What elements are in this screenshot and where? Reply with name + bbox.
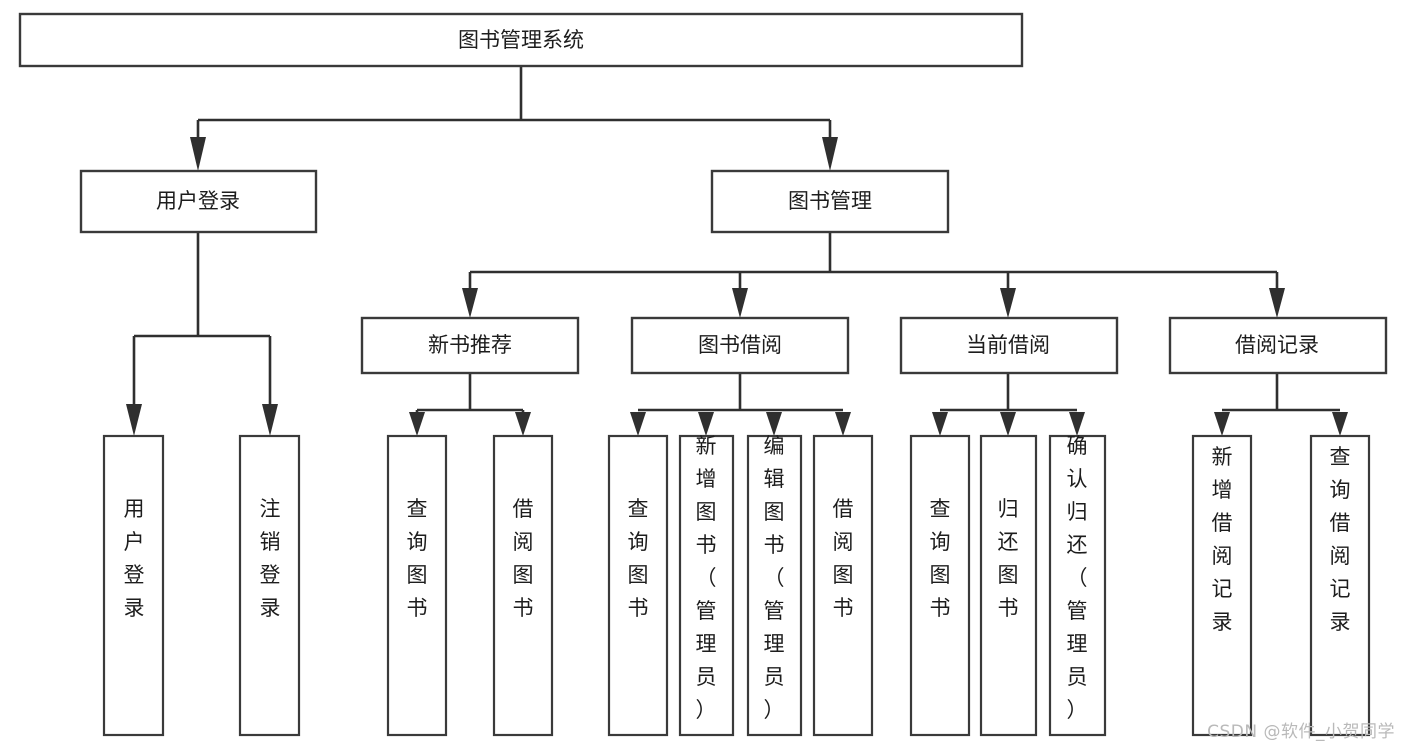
node-leaf-user-login-label: 用户登录 <box>124 497 145 620</box>
node-book-manage-label: 图书管理 <box>788 189 872 213</box>
node-current-borrow-label: 当前借阅 <box>966 333 1050 357</box>
node-leaf-return-book-box[interactable] <box>979 434 1038 737</box>
arrow-head-leaf-borrow-book-2 <box>835 412 851 436</box>
arrow-head-current-borrow <box>1000 288 1016 318</box>
arrow-head-user-login <box>190 137 206 171</box>
node-leaf-query-book-1[interactable]: 查询图书 <box>386 434 448 737</box>
node-leaf-confirm-return-label: 确认归还（管理员） <box>1067 434 1088 722</box>
arrow-head-leaf-confirm-return <box>1069 412 1085 436</box>
arrow-head-leaf-query-book-1 <box>409 412 425 436</box>
node-leaf-query-book-1-box[interactable] <box>386 434 448 737</box>
node-current-borrow[interactable]: 当前借阅 <box>899 316 1119 375</box>
node-leaf-add-book-label: 新增图书（管理员） <box>696 434 717 722</box>
node-leaf-edit-book-label: 编辑图书（管理员） <box>764 434 785 722</box>
node-borrow-record[interactable]: 借阅记录 <box>1168 316 1388 375</box>
node-root-box[interactable] <box>18 12 1024 68</box>
node-leaf-query-book-2[interactable]: 查询图书 <box>607 434 669 737</box>
node-leaf-logout-login-label: 注销登录 <box>260 497 281 620</box>
node-borrow-record-box[interactable] <box>1168 316 1388 375</box>
connector-group-root <box>190 66 838 171</box>
node-leaf-confirm-return[interactable]: 确认归还（管理员） <box>1048 434 1107 737</box>
node-user-login[interactable]: 用户登录 <box>79 169 318 234</box>
arrow-head-leaf-query-book-3 <box>932 412 948 436</box>
node-leaf-add-book-box[interactable] <box>678 434 735 737</box>
node-leaf-borrow-book-2-label: 借阅图书 <box>833 497 854 620</box>
arrow-head-leaf-logout-login <box>262 404 278 436</box>
arrow-head-leaf-add-book <box>698 412 714 436</box>
node-leaf-return-book[interactable]: 归还图书 <box>979 434 1038 737</box>
node-leaf-borrow-book-2[interactable]: 借阅图书 <box>812 434 874 737</box>
node-leaf-edit-book-box[interactable] <box>746 434 803 737</box>
node-leaf-query-record-box[interactable] <box>1309 434 1371 737</box>
node-leaf-confirm-return-box[interactable] <box>1048 434 1107 737</box>
node-leaf-add-record[interactable]: 新增借阅记录 <box>1191 434 1253 737</box>
connector-group-new-book-recommend <box>409 373 531 436</box>
node-book-manage[interactable]: 图书管理 <box>710 169 950 234</box>
node-leaf-user-login-box[interactable] <box>102 434 165 737</box>
node-leaf-query-book-2-label: 查询图书 <box>628 497 649 620</box>
node-leaf-borrow-book-2-box[interactable] <box>812 434 874 737</box>
node-book-manage-box[interactable] <box>710 169 950 234</box>
node-leaf-query-book-3-label: 查询图书 <box>930 497 951 620</box>
node-leaf-query-book-3-box[interactable] <box>909 434 971 737</box>
node-new-book-recommend[interactable]: 新书推荐 <box>360 316 580 375</box>
node-user-login-label: 用户登录 <box>156 189 240 213</box>
node-new-book-recommend-box[interactable] <box>360 316 580 375</box>
node-new-book-recommend-label: 新书推荐 <box>428 333 512 357</box>
node-borrow-record-label: 借阅记录 <box>1235 333 1319 357</box>
arrow-head-leaf-query-record <box>1332 412 1348 436</box>
connector-group-book-borrow <box>630 373 851 436</box>
arrow-head-leaf-user-login <box>126 404 142 436</box>
node-leaf-borrow-book-1-label: 借阅图书 <box>513 497 534 620</box>
connector-group-borrow-record <box>1214 373 1348 436</box>
node-book-borrow-box[interactable] <box>630 316 850 375</box>
connector-group-book-manage <box>462 232 1285 318</box>
arrow-head-leaf-add-record <box>1214 412 1230 436</box>
node-leaf-add-record-label: 新增借阅记录 <box>1212 445 1233 634</box>
node-leaf-borrow-book-1[interactable]: 借阅图书 <box>492 434 554 737</box>
node-leaf-query-record[interactable]: 查询借阅记录 <box>1309 434 1371 737</box>
connector-group-user-login <box>126 232 278 436</box>
node-leaf-query-book-3[interactable]: 查询图书 <box>909 434 971 737</box>
node-leaf-logout-login[interactable]: 注销登录 <box>238 434 301 737</box>
node-leaf-return-book-label: 归还图书 <box>998 497 1019 620</box>
node-leaf-query-book-1-label: 查询图书 <box>407 497 428 620</box>
node-book-borrow[interactable]: 图书借阅 <box>630 316 850 375</box>
node-leaf-query-book-2-box[interactable] <box>607 434 669 737</box>
node-user-login-box[interactable] <box>79 169 318 234</box>
node-leaf-add-record-box[interactable] <box>1191 434 1253 737</box>
connector-group-current-borrow <box>932 373 1085 436</box>
arrow-head-new-book-recommend <box>462 288 478 318</box>
arrow-head-borrow-record <box>1269 288 1285 318</box>
node-leaf-user-login[interactable]: 用户登录 <box>102 434 165 737</box>
node-root-label: 图书管理系统 <box>458 28 584 52</box>
node-leaf-edit-book[interactable]: 编辑图书（管理员） <box>746 434 803 737</box>
node-leaf-borrow-book-1-box[interactable] <box>492 434 554 737</box>
arrow-head-leaf-query-book-2 <box>630 412 646 436</box>
arrow-head-leaf-edit-book <box>766 412 782 436</box>
node-leaf-logout-login-box[interactable] <box>238 434 301 737</box>
node-leaf-query-record-label: 查询借阅记录 <box>1330 445 1351 634</box>
node-current-borrow-box[interactable] <box>899 316 1119 375</box>
node-root[interactable]: 图书管理系统 <box>18 12 1024 68</box>
arrow-head-leaf-return-book <box>1000 412 1016 436</box>
arrow-head-leaf-borrow-book-1 <box>515 412 531 436</box>
node-book-borrow-label: 图书借阅 <box>698 333 782 357</box>
arrow-head-book-manage <box>822 137 838 171</box>
arrow-head-book-borrow <box>732 288 748 318</box>
node-leaf-add-book[interactable]: 新增图书（管理员） <box>678 434 735 737</box>
